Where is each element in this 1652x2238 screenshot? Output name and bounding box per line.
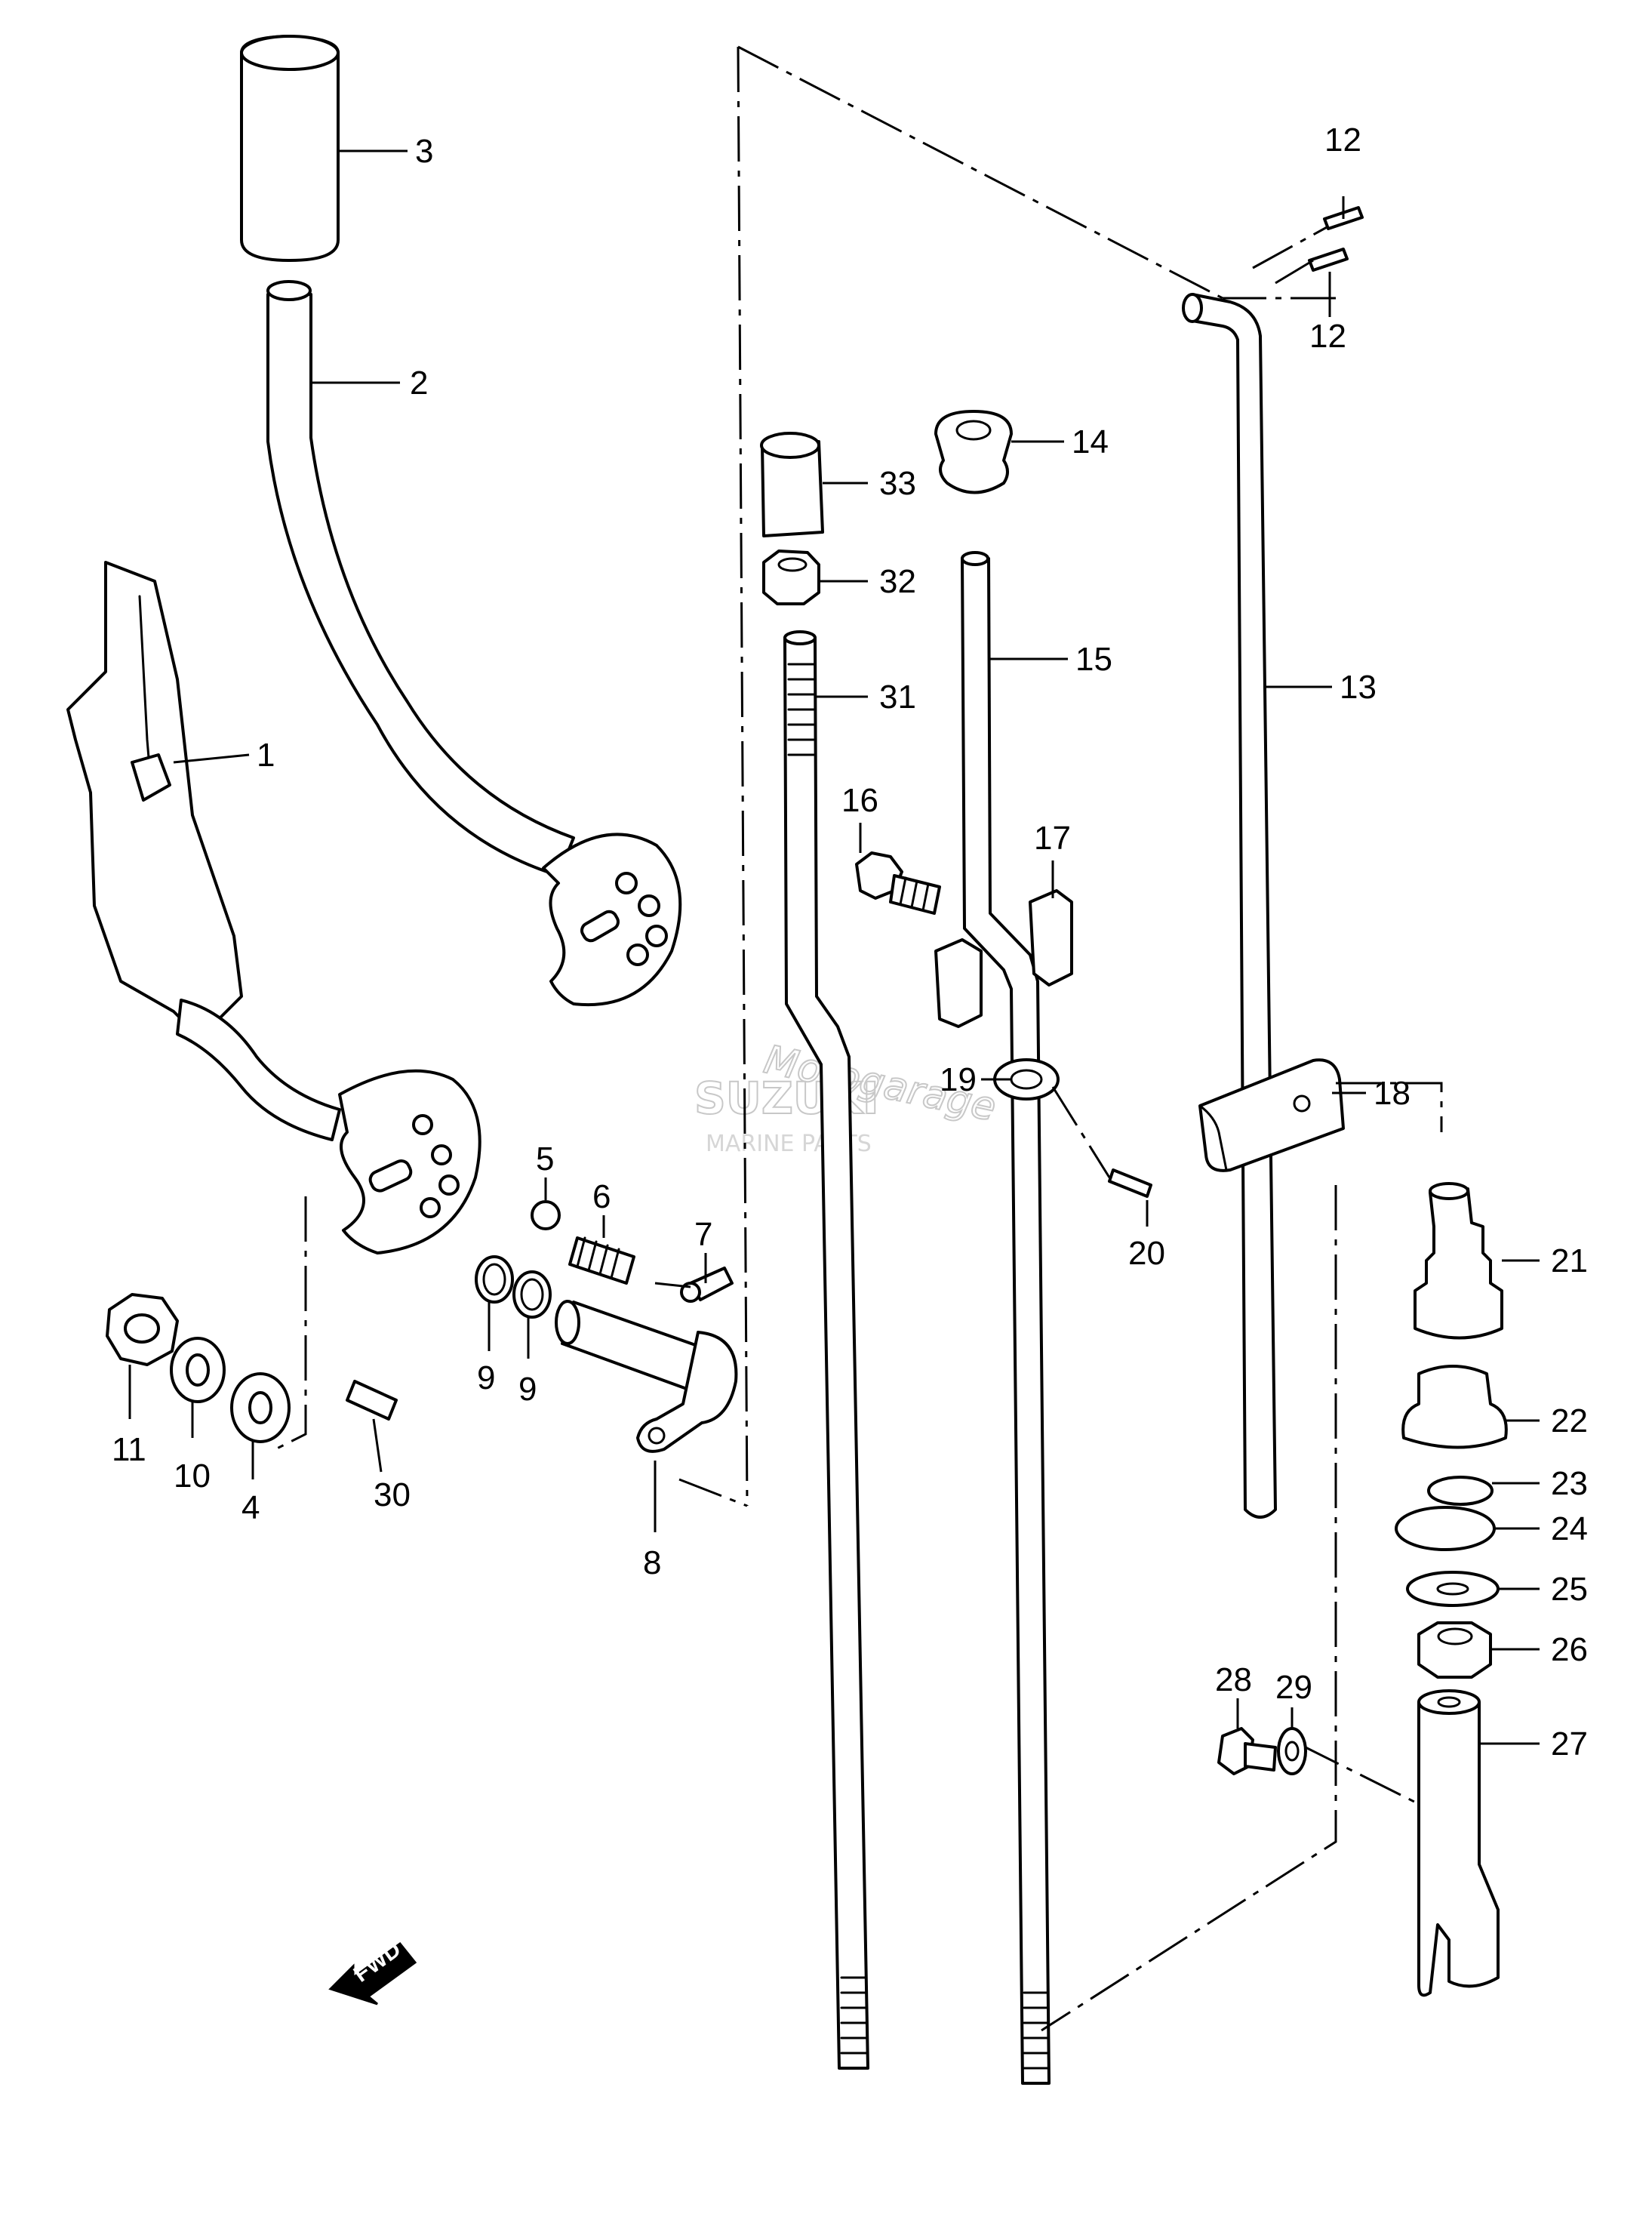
callout-25: 25 <box>1551 1571 1588 1608</box>
leader-lines <box>128 149 1540 1745</box>
callout-31: 31 <box>879 679 916 716</box>
callout-16: 16 <box>841 782 878 819</box>
part-18-bracket <box>1198 1058 1345 1172</box>
part-29-washer <box>1277 1727 1307 1775</box>
part-8-shaft <box>555 1300 738 1453</box>
callout-14: 14 <box>1072 423 1109 460</box>
callout-19: 19 <box>940 1061 977 1098</box>
callout-15: 15 <box>1075 641 1112 678</box>
part-15-rod <box>961 551 1051 2085</box>
part-23-o-ring <box>1427 1476 1494 1506</box>
callout-30: 30 <box>374 1476 411 1513</box>
callout-3: 3 <box>415 133 433 170</box>
part-7-grease-nipple <box>680 1267 734 1303</box>
callout-22: 22 <box>1551 1402 1588 1439</box>
arrow-left-down-icon <box>328 1941 417 2006</box>
callout-13: 13 <box>1340 669 1377 706</box>
callout-28: 28 <box>1215 1661 1252 1698</box>
callout-1: 1 <box>257 737 275 774</box>
callout-10: 10 <box>174 1458 211 1495</box>
callout-6: 6 <box>592 1178 611 1215</box>
part-22-collar <box>1401 1365 1508 1449</box>
part-26-nut <box>1417 1621 1492 1679</box>
part-30-pin <box>346 1380 398 1421</box>
part-14-grommet <box>934 410 1013 494</box>
part-4-washer <box>230 1372 291 1443</box>
callout-9b: 9 <box>518 1371 537 1408</box>
callout-2: 2 <box>410 365 428 402</box>
assembly-boundary <box>737 45 1336 1507</box>
part-13-rod <box>1182 293 1277 1519</box>
callout-8: 8 <box>643 1544 661 1581</box>
callout-9a: 9 <box>477 1359 495 1396</box>
callout-20: 20 <box>1128 1235 1165 1272</box>
callout-21: 21 <box>1551 1242 1588 1279</box>
callout-5: 5 <box>536 1141 554 1177</box>
part-32-nut <box>762 549 820 605</box>
part-24-o-ring <box>1395 1506 1496 1551</box>
part-21-bushing <box>1414 1182 1503 1340</box>
callout-4: 4 <box>241 1489 260 1526</box>
callout-labels: 1 2 3 4 5 6 7 8 9 9 10 11 12 12 13 14 15… <box>112 122 1588 1762</box>
callout-17: 17 <box>1034 820 1071 857</box>
callout-7: 7 <box>694 1216 712 1253</box>
callout-26: 26 <box>1551 1631 1588 1668</box>
part-11-nut <box>106 1293 179 1366</box>
callout-24: 24 <box>1551 1510 1588 1547</box>
callout-12a: 12 <box>1324 122 1361 159</box>
part-17-clamps <box>934 889 1073 1028</box>
part-16-bolt <box>855 851 941 915</box>
callout-29: 29 <box>1275 1669 1312 1706</box>
fwd-marker: FWD <box>328 1937 417 2006</box>
part-12-cotter-pins <box>1308 206 1364 272</box>
callout-23: 23 <box>1551 1465 1588 1502</box>
part-33-sleeve <box>760 432 824 537</box>
callout-32: 32 <box>879 563 916 600</box>
part-1-clutch-lever <box>66 561 481 1254</box>
callout-18: 18 <box>1374 1075 1411 1112</box>
part-20-cotter-pin <box>1108 1168 1152 1198</box>
callout-11: 11 <box>112 1431 146 1468</box>
part-5-ball <box>531 1200 561 1230</box>
part-3-grip <box>240 35 340 262</box>
part-2-shift-lever <box>266 280 682 1007</box>
part-10-spring-washer <box>170 1337 226 1403</box>
part-27-arm <box>1417 1689 1500 1997</box>
callout-12b: 12 <box>1309 318 1346 355</box>
part-25-washer <box>1406 1571 1500 1607</box>
part-9-o-rings <box>475 1255 552 1319</box>
part-28-screw <box>1217 1727 1277 1775</box>
part-31-rod <box>783 630 869 2070</box>
callout-33: 33 <box>879 465 916 502</box>
callout-27: 27 <box>1551 1725 1588 1762</box>
part-6-spring <box>568 1236 635 1285</box>
